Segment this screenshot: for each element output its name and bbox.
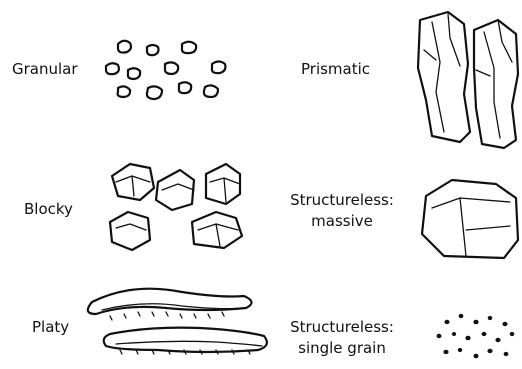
massive-illustration: [422, 180, 518, 258]
blocky-illustration: [110, 164, 242, 250]
single-grain-illustration: [437, 314, 515, 359]
platy-illustration: [88, 289, 267, 354]
prismatic-illustration: [418, 12, 518, 148]
granular-illustration: [106, 41, 225, 99]
